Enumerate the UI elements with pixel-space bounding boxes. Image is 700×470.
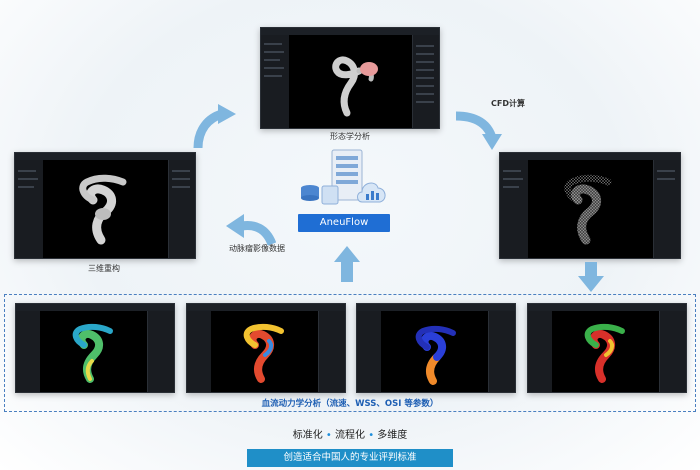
3d-viewport [381,311,489,392]
hemodynamics-screenshot-4 [527,303,687,393]
arrow-to-reconstruction [226,214,276,246]
left-panel [500,160,529,258]
tagline-item-multidimensional: 多维度 [377,430,408,441]
3d-viewport [43,160,169,258]
arrow-to-morphology [193,104,236,149]
right-panel [659,311,686,392]
reconstruction-screenshot [14,152,196,259]
tagline-item-process: 流程化 [335,430,365,441]
vessel-model [79,174,127,245]
aneuflow-brand: AneuFlow [298,214,390,232]
hemodynamics-screenshot-3 [356,303,516,393]
arrow-up-from-hemodynamics [334,246,360,282]
right-panel [147,311,174,392]
left-panel [16,311,41,392]
3d-viewport [40,311,148,392]
left-panel [15,160,44,258]
arrow-down-to-hemodynamics [578,262,604,292]
right-panel [488,311,515,392]
osi-map [415,325,456,385]
wss-map [243,323,284,383]
tagline-separator: • [368,430,375,441]
hemodynamics-screenshot-1 [15,303,175,393]
mesh-model [564,174,612,245]
hemodynamics-group [4,294,696,412]
3d-viewport [289,35,413,128]
velocity-map [72,323,113,383]
right-panel [653,160,680,258]
footer-banner: 创造适合中国人的专业评判标准 [247,449,453,467]
vessel-model [332,56,378,117]
tagline: 标准化 • 流程化 • 多维度 [0,426,700,441]
arrow-to-cfd [455,111,502,150]
cfd-screenshot [499,152,681,259]
morphology-screenshot [260,27,440,129]
left-panel [528,311,553,392]
right-panel [412,35,439,128]
left-panel [357,311,382,392]
cfd-label: CFD计算 [491,99,525,108]
right-panel [168,160,195,258]
parameter-map [584,323,625,383]
3d-viewport [552,311,660,392]
reconstruction-label: 三维重构 [88,264,120,273]
tagline-item-standardized: 标准化 [292,430,323,441]
left-panel [261,35,290,128]
aneurysm-data-label: 动脉瘤影像数据 [229,244,285,253]
right-panel [318,311,345,392]
hemodynamics-screenshot-2 [186,303,346,393]
server-cloud-illustration [301,149,386,205]
left-panel [187,311,212,392]
tagline-separator: • [325,430,332,441]
3d-viewport [528,160,654,258]
3d-viewport [211,311,319,392]
morphology-label: 形态学分析 [330,132,370,141]
hemodynamics-label: 血流动力学分析（流速、WSS、OSI 等参数） [261,399,439,409]
